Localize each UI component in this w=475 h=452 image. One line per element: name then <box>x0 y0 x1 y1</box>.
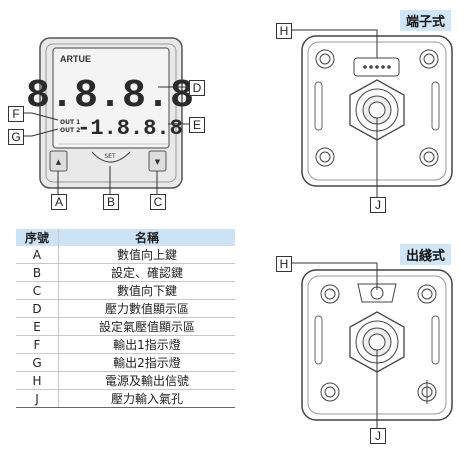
callout-c: C <box>150 194 166 210</box>
row-name: 數值向下鍵 <box>58 281 235 300</box>
up-arrow-icon: ▲ <box>56 158 62 166</box>
header-id: 序號 <box>16 229 59 246</box>
top-display-digits: 8.8.8.8 <box>26 74 194 119</box>
row-name: 壓力輸入氣孔 <box>58 389 235 408</box>
row-id: D <box>16 299 59 318</box>
callout-j-cable: J <box>370 428 386 444</box>
cable-type-view <box>301 269 453 421</box>
row-name: 設定氣壓值顯示區 <box>58 317 235 336</box>
callout-h-cable: H <box>276 256 292 272</box>
terminal-type-title: 端子式 <box>400 10 452 31</box>
row-id: C <box>16 281 59 300</box>
out2-indicator-label: OUT 2 <box>60 127 80 134</box>
row-name: 壓力數值顯示區 <box>58 299 235 318</box>
row-name: 輸出2指示燈 <box>58 353 235 372</box>
header-name: 名稱 <box>58 229 235 246</box>
callout-a: A <box>51 194 67 210</box>
row-id: F <box>16 335 59 354</box>
row-name: 輸出1指示燈 <box>58 335 235 354</box>
row-name: 設定、確認鍵 <box>58 263 235 282</box>
row-id: E <box>16 317 59 336</box>
lcd-screen <box>52 47 170 149</box>
row-name: 數值向上鍵 <box>58 246 235 264</box>
row-name: 電源及輸出信號 <box>58 371 235 390</box>
cable-type-title: 出綫式 <box>400 244 452 265</box>
callout-b: B <box>103 194 119 210</box>
callout-d: D <box>189 80 205 96</box>
set-key[interactable] <box>91 151 131 163</box>
row-id: G <box>16 353 59 372</box>
callout-j-terminal: J <box>370 197 386 213</box>
callout-h-terminal: H <box>276 23 292 39</box>
cable-callout-lines <box>290 262 378 428</box>
out1-indicator-label: OUT 1 <box>60 119 80 126</box>
down-arrow-icon: ▼ <box>155 158 161 166</box>
row-id: H <box>16 371 59 390</box>
terminal-callout-lines <box>290 29 378 197</box>
row-id: J <box>16 389 59 408</box>
callout-e: E <box>189 117 205 133</box>
front-view: ARTUE 8.8.8.8 -1.8.8.8 OUT 1 OUT 2 ▲ SET… <box>26 37 194 189</box>
callout-g: G <box>8 129 24 145</box>
brand-logo: ARTUE <box>60 54 91 64</box>
callout-f: F <box>8 106 24 122</box>
front-callout-lines <box>24 86 189 194</box>
bottom-display-digits: -1.8.8.8 <box>77 116 183 141</box>
terminal-type-view <box>301 35 453 187</box>
row-id: B <box>16 263 59 282</box>
row-id: A <box>16 246 59 264</box>
table-header-row: 序號 名稱 <box>16 229 235 246</box>
set-key-label: SET <box>104 153 116 160</box>
